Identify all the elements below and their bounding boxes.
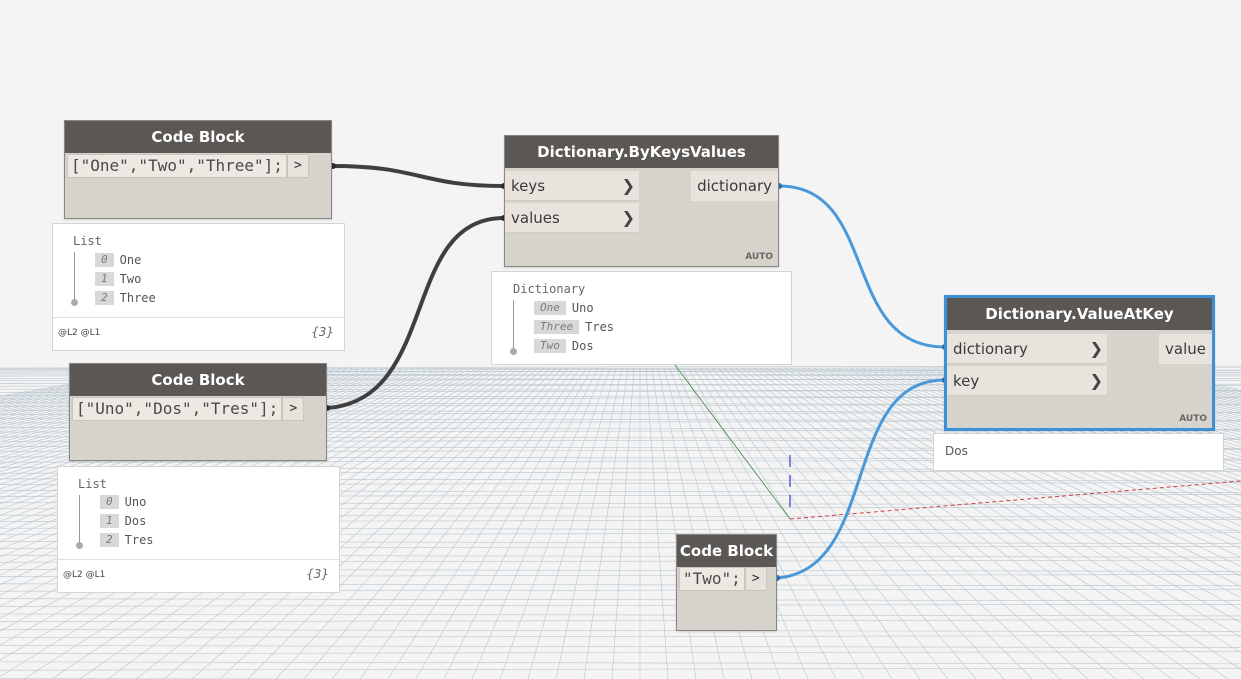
- axis-z: [674, 364, 791, 520]
- code-block-node-1[interactable]: Code Block ["One","Two","Three"]; >: [64, 120, 332, 219]
- dictionary-value-at-key-node[interactable]: Dictionary.ValueAtKey dictionary❯ key❯ v…: [944, 295, 1215, 431]
- tree-line: [74, 252, 75, 302]
- tree-line: [513, 300, 514, 350]
- preview-title: Dictionary: [513, 282, 586, 296]
- tree-end-dot: [76, 542, 83, 549]
- output-port-value[interactable]: value: [1159, 334, 1212, 364]
- output-port[interactable]: >: [744, 567, 767, 591]
- lacing-label[interactable]: AUTO: [1179, 414, 1207, 424]
- preview-footer: @L2 @L1 {3}: [53, 317, 344, 350]
- preview-title: List: [73, 234, 102, 248]
- node-title[interactable]: Code Block: [70, 364, 326, 396]
- node-title[interactable]: Code Block: [677, 535, 776, 567]
- value-preview: Dos: [933, 433, 1224, 471]
- code-input[interactable]: "Two";: [679, 567, 745, 591]
- node-title[interactable]: Code Block: [65, 121, 331, 153]
- wire-code1-to-keys[interactable]: [332, 164, 505, 188]
- chevron-right-icon: ❯: [1089, 339, 1103, 358]
- list-levels: @L2 @L1: [58, 328, 101, 338]
- tree-end-dot: [71, 299, 78, 306]
- item-count: {3}: [306, 567, 329, 581]
- node-title[interactable]: Dictionary.ByKeysValues: [505, 136, 778, 168]
- code-block-node-2[interactable]: Code Block ["Uno","Dos","Tres"]; >: [69, 363, 327, 461]
- chevron-right-icon: ❯: [621, 176, 635, 195]
- chevron-right-icon: ❯: [1089, 371, 1103, 390]
- wire-code3-to-key[interactable]: [776, 378, 946, 580]
- axis-x: [789, 480, 1241, 520]
- preview-value: Dos: [945, 444, 968, 458]
- tree-line: [79, 495, 80, 545]
- input-port-keys[interactable]: keys❯: [505, 171, 639, 201]
- tree-end-dot: [510, 348, 517, 355]
- output-port-dictionary[interactable]: dictionary: [691, 171, 778, 201]
- item-count: {3}: [311, 325, 334, 339]
- output-port[interactable]: >: [286, 154, 309, 178]
- input-port-dictionary[interactable]: dictionary❯: [947, 334, 1107, 364]
- dictionary-by-keys-values-node[interactable]: Dictionary.ByKeysValues keys❯ values❯ di…: [504, 135, 779, 267]
- wire-code2-to-values[interactable]: [326, 216, 505, 410]
- node-title[interactable]: Dictionary.ValueAtKey: [947, 298, 1212, 330]
- wire-dictionary-to-dictionary[interactable]: [778, 184, 946, 349]
- preview-title: List: [78, 477, 107, 491]
- output-port[interactable]: >: [282, 397, 305, 421]
- list-levels: @L2 @L1: [63, 570, 106, 580]
- input-port-values[interactable]: values❯: [505, 203, 639, 233]
- chevron-right-icon: ❯: [621, 208, 635, 227]
- lacing-label[interactable]: AUTO: [745, 252, 773, 262]
- code-block-node-3[interactable]: Code Block "Two"; >: [676, 534, 777, 631]
- preview-footer: @L2 @L1 {3}: [58, 559, 339, 592]
- input-port-key[interactable]: key❯: [947, 366, 1107, 396]
- code-input[interactable]: ["Uno","Dos","Tres"];: [72, 397, 283, 421]
- code-input[interactable]: ["One","Two","Three"];: [67, 154, 287, 178]
